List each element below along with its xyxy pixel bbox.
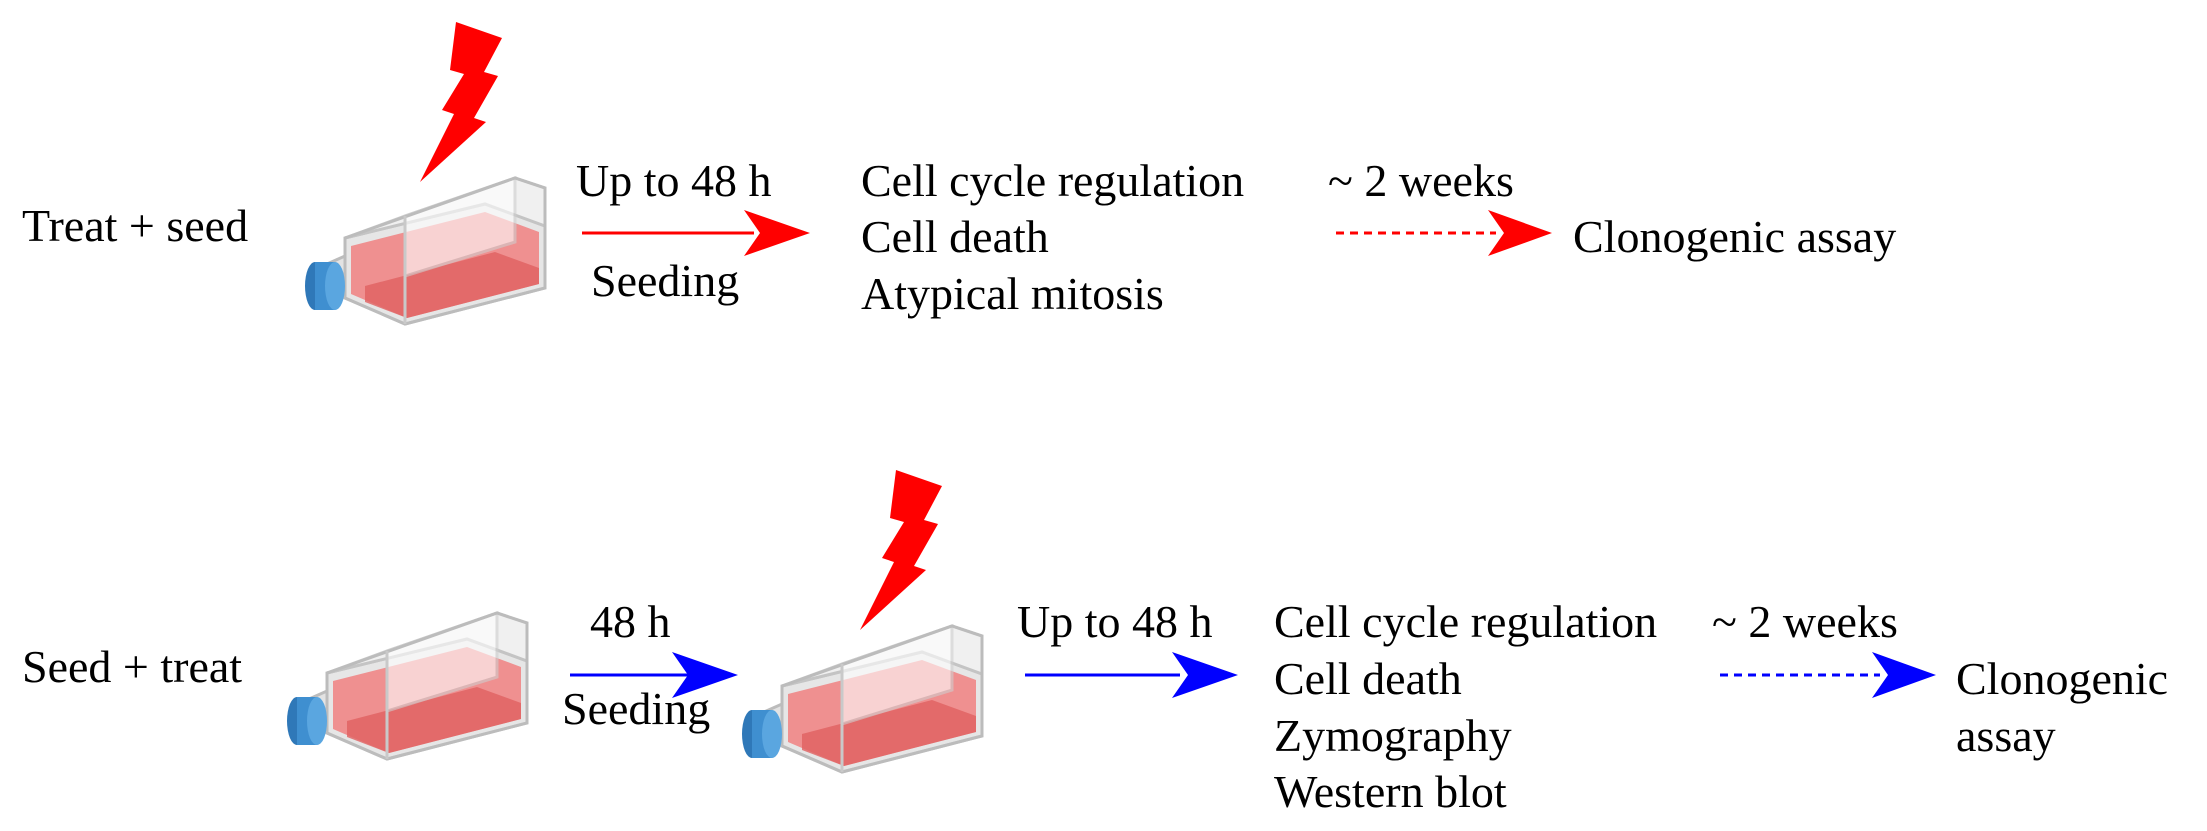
row2-culture-flask-icon-1 bbox=[285, 611, 529, 761]
row2-treatment-arrow bbox=[1025, 652, 1238, 698]
row2-arrow1-top-label: 48 h bbox=[590, 596, 671, 647]
row2-assay-4: Western blot bbox=[1274, 766, 1507, 817]
row2-assay-3: Zymography bbox=[1274, 710, 1512, 761]
row2-lightning-bolt-icon bbox=[860, 470, 942, 630]
row2-arrow2-top-label: Up to 48 h bbox=[1017, 596, 1213, 647]
row2-final-label-line2: assay bbox=[1956, 710, 2056, 761]
row1-arrow2-top-label: ~ 2 weeks bbox=[1328, 155, 1514, 206]
row2-label: Seed + treat bbox=[22, 641, 242, 692]
row2-assay-2: Cell death bbox=[1274, 653, 1462, 704]
row1-lightning-bolt-icon bbox=[420, 22, 502, 182]
row2-arrow3-top-label: ~ 2 weeks bbox=[1712, 596, 1898, 647]
row1-assay-2: Cell death bbox=[861, 211, 1049, 262]
row1-label: Treat + seed bbox=[22, 200, 248, 251]
row2-arrow1-bottom-label: Seeding bbox=[562, 683, 710, 734]
row1-dashed-arrow bbox=[1336, 210, 1552, 256]
row1-assay-1: Cell cycle regulation bbox=[861, 155, 1244, 206]
row1-arrow1-bottom-label: Seeding bbox=[591, 255, 739, 306]
row2-culture-flask-icon-2 bbox=[740, 624, 984, 774]
row1-assay-3: Atypical mitosis bbox=[861, 268, 1164, 319]
row2-seeding-arrow bbox=[570, 652, 738, 698]
row1-culture-flask-icon bbox=[303, 176, 547, 326]
row2-final-label-line1: Clonogenic bbox=[1956, 653, 2168, 704]
row1-arrow1-top-label: Up to 48 h bbox=[576, 155, 772, 206]
row2-dashed-arrow bbox=[1720, 652, 1936, 698]
row1-final-label: Clonogenic assay bbox=[1573, 211, 1896, 262]
row1-seeding-arrow bbox=[582, 210, 810, 256]
row2-assay-1: Cell cycle regulation bbox=[1274, 596, 1657, 647]
